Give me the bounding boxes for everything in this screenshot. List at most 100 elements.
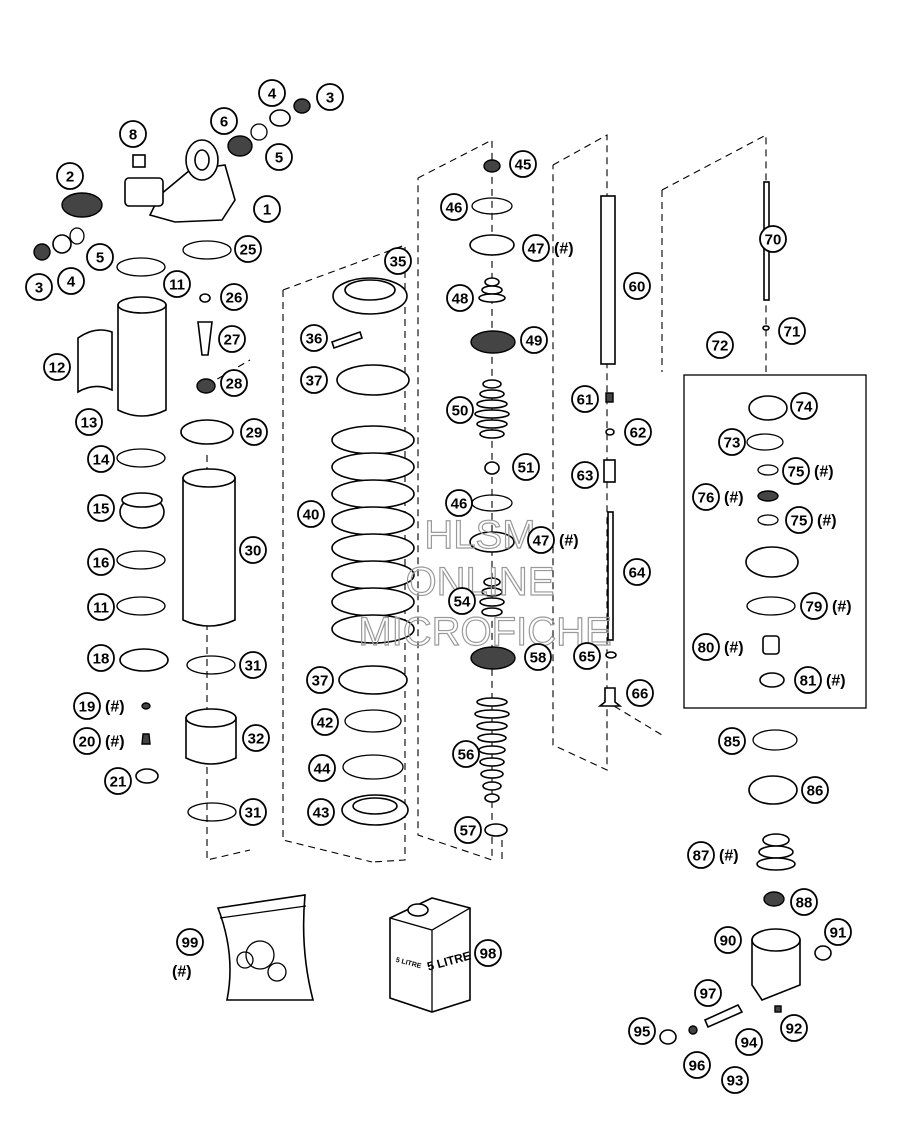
accessories: 5 LITRE 5 LITRE — [216, 894, 472, 1013]
parts-bag — [216, 894, 315, 1001]
callout-number: 31 — [245, 658, 262, 675]
shim-stack-48 — [478, 277, 506, 303]
callout-75b: 75(#) — [785, 506, 837, 534]
callout-65: 65 — [573, 642, 601, 670]
callout-47: 47(#) — [522, 234, 574, 262]
replacement-kit-mark: (#) — [826, 673, 846, 690]
callout-6: 6 — [210, 107, 238, 135]
callout-18: 18 — [87, 644, 115, 672]
adjuster-knob — [61, 192, 103, 218]
ring-44 — [342, 754, 404, 780]
callout-bubble — [240, 418, 268, 446]
callout-bubble — [56, 162, 84, 190]
callout-number: 57 — [460, 823, 477, 840]
callout-bubble — [210, 107, 238, 135]
callout-62: 62 — [624, 418, 652, 446]
callout-bubble — [624, 418, 652, 446]
callout-number: 6 — [220, 114, 228, 131]
callout-number: 97 — [700, 986, 717, 1003]
callout-number: 27 — [224, 332, 241, 349]
callout-79: 79(#) — [800, 592, 852, 620]
callout-50: 50 — [446, 396, 474, 424]
callout-76: 76(#) — [692, 483, 744, 511]
replacement-kit-mark: (#) — [724, 490, 744, 507]
callout-66: 66 — [626, 679, 654, 707]
callout-bubble — [258, 79, 286, 107]
collar-32 — [185, 717, 237, 765]
callout-bubble — [242, 724, 270, 752]
callout-bubble — [87, 445, 115, 473]
callout-number: 37 — [312, 673, 329, 690]
replacement-kit-mark: (#) — [832, 599, 852, 616]
callout-8: 8 — [119, 120, 147, 148]
callout-bubble — [87, 593, 115, 621]
callout-number: 1 — [263, 202, 271, 219]
callout-32: 32 — [242, 724, 270, 752]
seat-43-inner — [352, 797, 398, 815]
callout-bubble — [218, 325, 246, 353]
callout-30: 30 — [239, 536, 267, 564]
callout-bubble — [300, 366, 328, 394]
callout-bubble — [759, 225, 787, 253]
callout-bubble — [306, 666, 334, 694]
callout-74: 74 — [790, 392, 818, 420]
replacement-kit-mark: (#) — [105, 699, 125, 716]
callout-bubble — [73, 727, 101, 755]
callout-number: 92 — [786, 1021, 803, 1038]
washer-47-bottom — [469, 531, 515, 553]
callout-bubble — [87, 644, 115, 672]
callout-number: 85 — [724, 734, 741, 751]
callout-bubble — [300, 324, 328, 352]
replacement-kit-mark: (#) — [105, 734, 125, 751]
callout-4b: 4 — [57, 267, 85, 295]
needle-64 — [607, 511, 614, 641]
callout-bubble — [718, 428, 746, 456]
callout-number: 72 — [712, 338, 729, 355]
callout-layer: 1233445568111112131415161819(#)20(#)2125… — [25, 79, 852, 1094]
callout-bubble — [790, 392, 818, 420]
piston-rod-60 — [600, 195, 616, 365]
callout-bubble — [524, 643, 552, 671]
valve-core-19 — [141, 702, 151, 710]
o-ring-75-bottom — [757, 514, 779, 526]
callout-bubble — [87, 494, 115, 522]
callout-bubble — [522, 234, 550, 262]
callout-bubble — [454, 816, 482, 844]
bumper-87 — [756, 833, 796, 871]
callout-29: 29 — [240, 418, 268, 446]
callout-87: 87(#) — [687, 841, 739, 869]
callout-bubble — [448, 587, 476, 615]
callout-number: 70 — [765, 232, 782, 249]
seal-3-top — [293, 98, 311, 114]
callout-3: 3 — [316, 83, 344, 111]
callout-98: 98 — [474, 939, 502, 967]
callout-bubble — [692, 633, 720, 661]
o-ring-31-bottom — [187, 802, 237, 822]
reservoir-cap — [119, 648, 169, 672]
callout-bubble — [571, 461, 599, 489]
callout-bubble — [57, 267, 85, 295]
washer-4-top — [269, 109, 291, 127]
callout-85: 85 — [718, 727, 746, 755]
watermark-line-1: HLSM — [424, 513, 535, 557]
o-ring-14 — [116, 448, 166, 468]
callout-81: 81 (#) — [794, 666, 846, 694]
frame-rod-group — [552, 134, 608, 771]
callout-number: 93 — [727, 1073, 744, 1090]
callout-5: 5 — [265, 143, 293, 171]
callout-number: 20 — [79, 734, 96, 751]
callout-bubble — [220, 283, 248, 311]
callout-bubble — [683, 1051, 711, 1079]
spring-40 — [331, 425, 415, 644]
callout-number: 81 — [800, 673, 817, 690]
ring-71 — [762, 325, 770, 331]
bushing-66 — [597, 687, 623, 707]
callout-number: 48 — [452, 291, 469, 308]
callout-bubble — [790, 888, 818, 916]
rod-column-parts — [597, 195, 623, 707]
callout-bubble — [384, 247, 412, 275]
callout-58: 58 — [524, 643, 552, 671]
callout-number: 45 — [515, 157, 532, 174]
pin-61 — [605, 392, 614, 403]
callout-16: 16 — [87, 548, 115, 576]
